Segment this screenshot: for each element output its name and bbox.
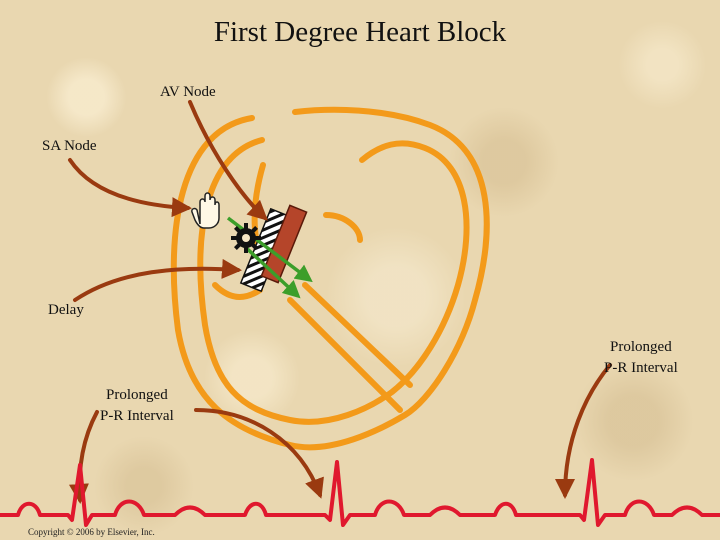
av-node-arrow (188, 100, 268, 221)
right-ventricle-wall (212, 282, 263, 300)
page-title: First Degree Heart Block (213, 16, 507, 48)
prolonged-pr-right-line1: Prolonged (610, 339, 672, 355)
pointing-hand-icon (191, 192, 220, 229)
gear-icon (231, 223, 261, 253)
heart-inner-wall (197, 137, 470, 425)
pointer-arrows (68, 100, 612, 504)
prolonged-pr-left-arrow-down (68, 410, 99, 504)
copyright-notice: Copyright © 2006 by Elsevier, Inc. (28, 527, 155, 537)
septum-right-line (302, 282, 413, 388)
heart-outer-wall (170, 106, 490, 451)
prolonged-pr-left-label: Prolonged P-R Interval (100, 385, 174, 427)
sa-node-label: SA Node (42, 138, 97, 154)
conduction-arrow-upper (226, 216, 313, 283)
ecg-trace (0, 458, 720, 527)
prolonged-pr-right-line2: P-R Interval (604, 360, 678, 376)
sa-node-arrow (68, 158, 192, 218)
delay-arrow (73, 258, 242, 302)
left-atrium-wall (323, 212, 363, 243)
septum-left-line (287, 297, 403, 413)
av-node-block (260, 204, 308, 284)
prolonged-pr-right-label: Prolonged P-R Interval (604, 337, 678, 379)
heart-outline (170, 106, 490, 451)
conduction-arrow-lower (240, 242, 301, 299)
delay-label: Delay (48, 302, 84, 318)
conduction-arrows (226, 216, 313, 299)
prolonged-pr-left-line2: P-R Interval (100, 408, 174, 424)
prolonged-pr-left-line1: Prolonged (106, 387, 168, 403)
prolonged-pr-right-arrow (555, 363, 612, 499)
prolonged-pr-left-arrow-right (194, 408, 324, 499)
av-node-label: AV Node (160, 84, 216, 100)
